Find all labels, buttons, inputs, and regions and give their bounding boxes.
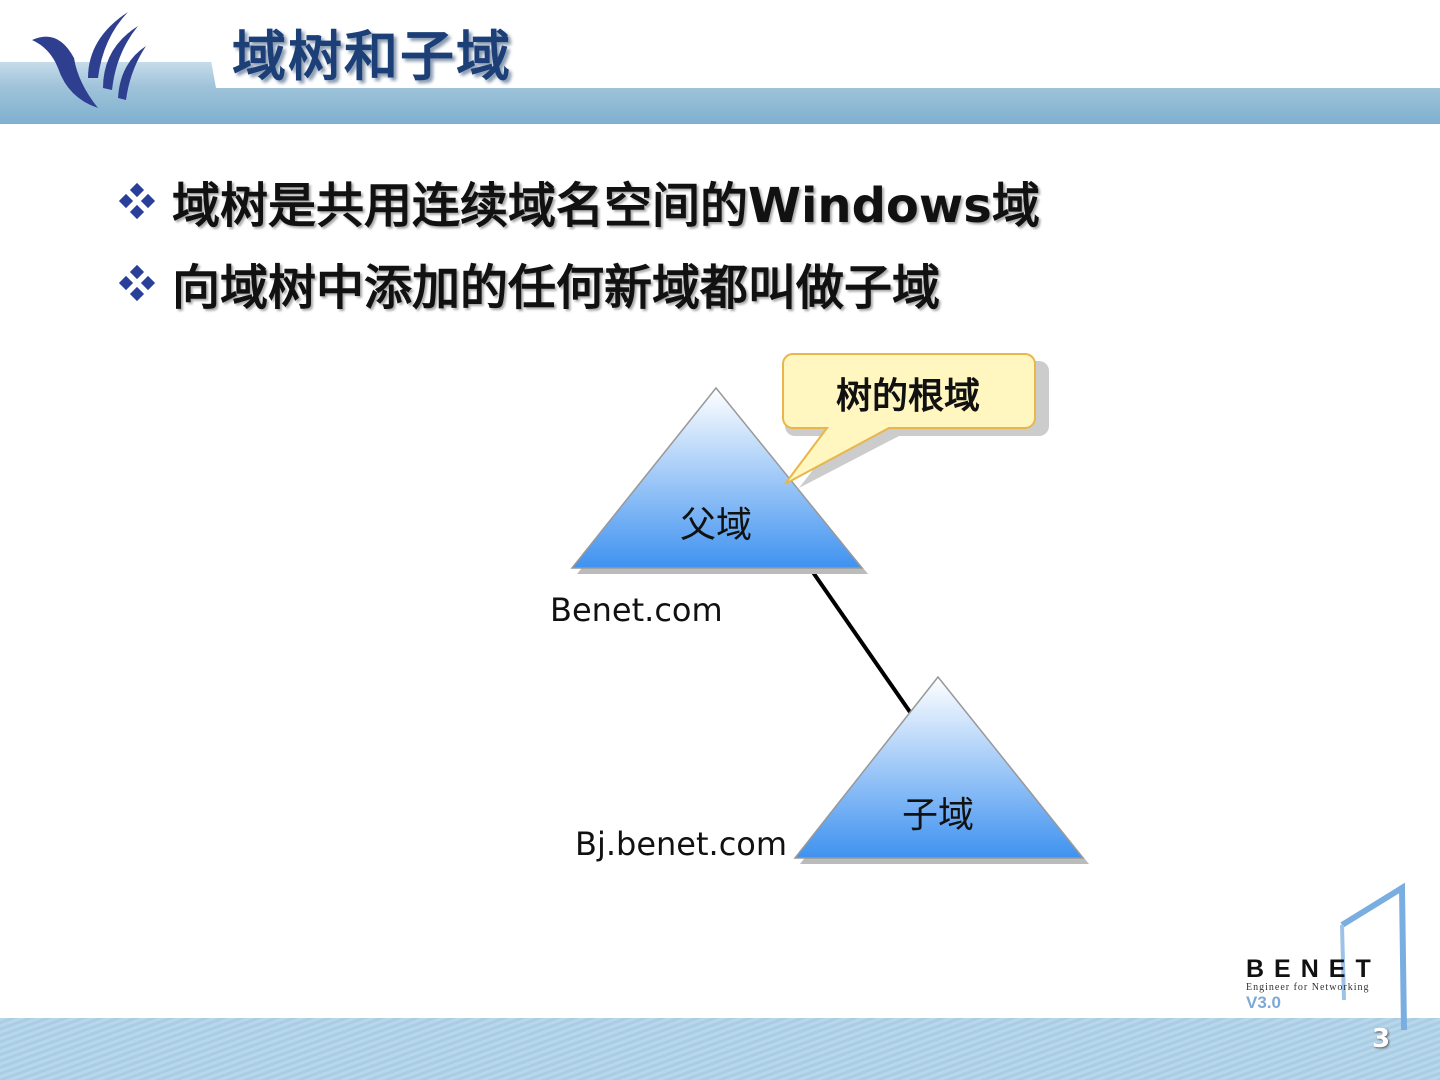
diamond-bullet-icon <box>118 182 156 220</box>
bullet-text: 域树是共用连续域名空间的Windows域 <box>172 178 1040 234</box>
diamond-bullet-icon <box>118 264 156 302</box>
child-domain-triangle <box>793 675 1085 859</box>
title-background <box>200 0 1440 88</box>
brand-stroke-icon <box>1340 882 1407 1031</box>
logo-icon <box>32 12 146 108</box>
bullet-text: 向域树中添加的任何新域都叫做子域 <box>172 260 941 316</box>
brand-version: V3.0 <box>1246 993 1281 1012</box>
parent-domain-name: Benet.com <box>550 591 723 629</box>
callout-text: 树的根域 <box>836 376 980 417</box>
bullet-list: 域树是共用连续域名空间的Windows域 向域树中添加的任何新域都叫做子域 <box>118 160 1040 324</box>
brand-name: BENET <box>1246 955 1381 983</box>
tree-connector-line <box>808 566 912 714</box>
page-number: 3 <box>1372 1024 1391 1054</box>
brand-tagline: Engineer for Networking <box>1246 982 1370 993</box>
child-domain-label: 子域 <box>902 795 974 836</box>
slide-title: 域树和子域 <box>232 25 512 88</box>
bullet-item: 域树是共用连续域名空间的Windows域 <box>118 160 1040 242</box>
bullet-item: 向域树中添加的任何新域都叫做子域 <box>118 242 1040 324</box>
footer-band <box>0 1018 1440 1080</box>
callout-bubble <box>782 353 1036 485</box>
child-domain-name: Bj.benet.com <box>575 825 787 863</box>
brand-logo: BENET Engineer for Networking V3.0 <box>1246 955 1381 1013</box>
parent-domain-label: 父域 <box>680 505 752 546</box>
